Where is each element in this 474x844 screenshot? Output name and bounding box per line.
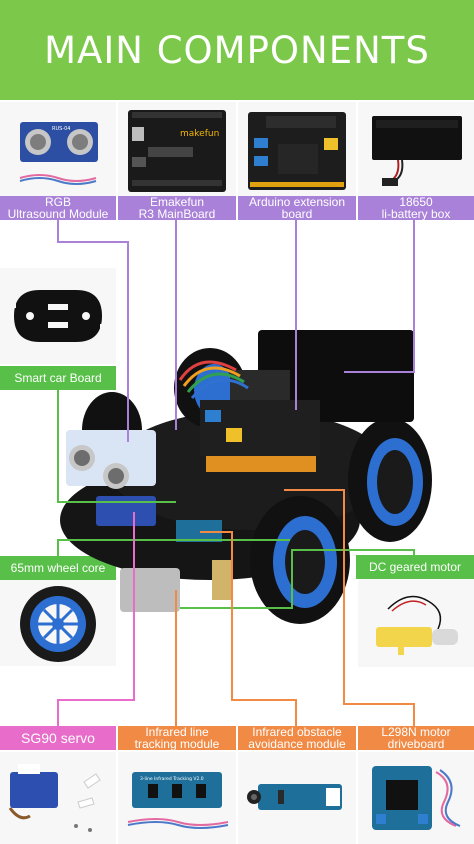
line-tracking-module-icon: 3-line Infrared Tracking V2.0 [118,752,236,844]
wheel-photo [0,580,116,666]
extension-board-icon [238,102,356,196]
label-line-1: Infrared obstacle [252,726,342,739]
servo-icon [0,752,116,844]
label-line-2: li-battery box [381,207,451,220]
servo-photo [0,752,116,844]
label-battery-box: 18650 li-battery box [358,196,474,220]
label-ultrasound-module: RGB Ultrasound Module [0,196,116,220]
dc-motor-icon [358,579,474,667]
obstacle-sensor-on-car [176,520,222,542]
label-line-2: avoidance module [248,737,346,750]
line-car-board [57,390,176,503]
label-line-2: R3 MainBoard [138,207,216,220]
label-line-2: tracking module [134,737,220,750]
label-line-1: SG90 servo [21,730,95,746]
ultrasound-module-photo: RUS-04 [0,102,116,196]
label-line-1: 18650 [399,196,433,209]
extension-board-on-car [200,400,320,456]
page-title: MAIN COMPONENTS [44,28,430,72]
main-board-photo: makefun [118,102,236,196]
label-main-board: Emakefun R3 MainBoard [118,196,236,220]
motor-driver-photo [358,752,474,844]
label-car-board: Smart car Board [0,366,116,390]
motor-driver-icon [358,752,474,844]
dc-motor-photo [358,579,474,667]
rear-left-wheel [174,348,246,428]
battery-box-photo [358,102,474,196]
car-board-icon [0,268,116,364]
label-line-1: 65mm wheel core [10,561,106,575]
ultrasound-chip-text: RUS-04 [52,126,70,132]
motor-on-car [120,568,180,612]
label-wheel-core: 65mm wheel core [0,556,116,580]
main-board-icon: makefun [118,102,236,196]
tracking-chip-text: 3-line Infrared Tracking V2.0 [140,776,204,782]
label-obstacle-avoidance: Infrared obstacle avoidance module [238,726,356,750]
label-line-1: DC geared motor [368,560,462,574]
brand-text: makefun [180,129,219,139]
obstacle-module-photo [238,752,356,844]
label-line-1: RGB [44,196,71,209]
servo-on-car [96,496,156,526]
label-servo: SG90 servo [0,726,116,750]
line-battery-box [344,220,415,373]
ultrasound-on-car [66,430,156,486]
label-line-2: Ultrasound Module [7,207,109,220]
front-right-wheel [250,496,350,624]
label-dc-motor: DC geared motor [356,555,474,579]
ultrasound-module-icon: RUS-04 [0,102,116,196]
wheel-icon [0,580,116,666]
line-tracking-photo: 3-line Infrared Tracking V2.0 [118,752,236,844]
label-line-1: L298N motor [381,726,451,739]
battery-box-icon [358,102,474,196]
label-line-1: Emakefun [149,196,205,209]
label-line-2: board [281,207,313,220]
label-line-1: Smart car Board [14,371,102,385]
front-left-wheel [82,392,142,468]
car-board-photo [0,268,116,364]
line-wheel-core [57,539,290,556]
label-extension-board: Arduino extension board [238,196,356,220]
label-line-1: Arduino extension [248,196,346,209]
line-obstacle [200,531,297,726]
label-line-tracking: Infrared line tracking module [118,726,236,750]
label-line-2: driveboard [387,737,445,750]
battery-box-on-car [258,330,414,422]
obstacle-module-icon [238,752,356,844]
extension-board-photo [238,102,356,196]
rear-right-wheel [348,418,432,542]
title-banner: MAIN COMPONENTS [0,0,474,100]
label-motor-driver: L298N motor driveboard [358,726,474,750]
label-line-1: Infrared line [145,726,209,739]
